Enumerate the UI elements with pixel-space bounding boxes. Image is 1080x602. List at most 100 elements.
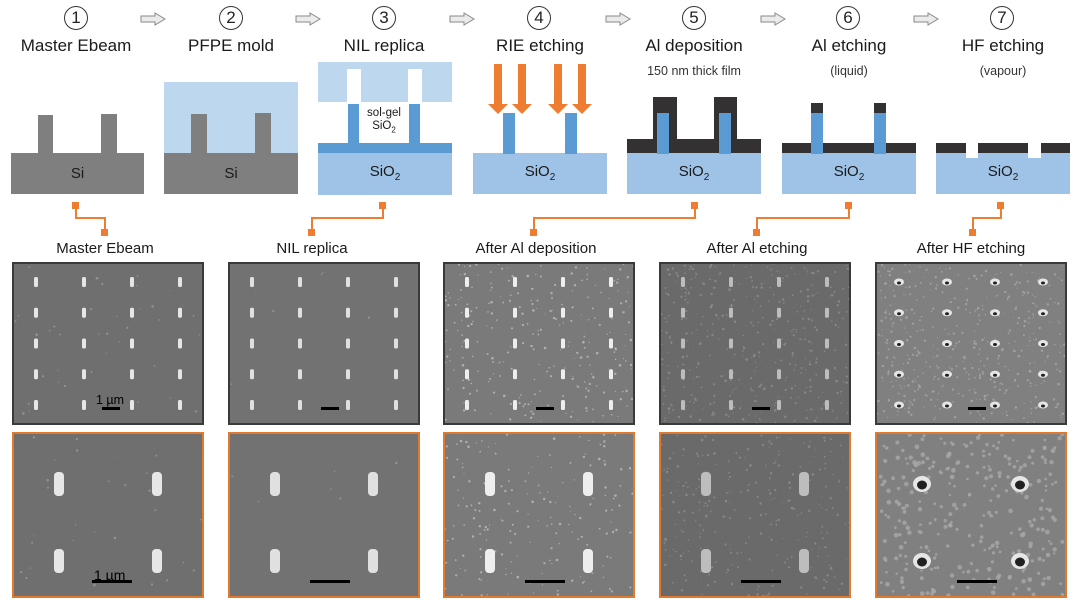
nanopillar xyxy=(82,277,86,287)
nanohole xyxy=(897,281,901,285)
nanohole xyxy=(945,373,949,377)
nanopillar xyxy=(54,549,64,573)
sem-label-after-al-etching: After Al etching xyxy=(706,240,808,257)
nanopillar xyxy=(130,277,134,287)
scale-label-top-master: 1 µm xyxy=(96,393,125,407)
sem-label-after-al-deposition: After Al deposition xyxy=(475,240,597,257)
nanohole xyxy=(966,151,978,158)
nanopillar xyxy=(583,472,593,496)
pfpe-layer xyxy=(164,82,298,154)
nanopillar xyxy=(54,472,64,496)
nanohole xyxy=(993,281,997,285)
substrate-label-5: SiO2 xyxy=(678,163,710,183)
step-title-7: HF etching xyxy=(961,36,1045,55)
substrate-label-3: SiO2 xyxy=(369,163,401,183)
nanohole xyxy=(1041,281,1045,285)
nanopillar xyxy=(681,369,685,380)
nanohole xyxy=(917,557,927,567)
sem-image-master-top xyxy=(12,262,204,425)
nanopillar xyxy=(561,369,565,380)
scale-bar xyxy=(968,407,986,410)
si-pillar xyxy=(101,114,117,155)
nanopillar xyxy=(681,277,685,287)
step-number-6: 6 xyxy=(836,6,860,30)
nanopillar xyxy=(178,338,182,349)
schematic-master-ebeam xyxy=(11,114,144,194)
step-number-4: 4 xyxy=(527,6,551,30)
substrate-label-6: SiO2 xyxy=(833,163,865,183)
sem-texture xyxy=(14,264,202,423)
nanopillar xyxy=(825,307,829,318)
nanopillar xyxy=(465,277,469,287)
nanohole xyxy=(993,373,997,377)
nanopillar xyxy=(394,338,398,349)
nanopillar xyxy=(777,338,781,349)
sem-texture xyxy=(445,434,633,596)
sem-image-aldep-zoom xyxy=(443,432,635,598)
nanopillar xyxy=(681,338,685,349)
scale-label-zoom-master: 1 µm xyxy=(94,567,126,583)
al-film xyxy=(936,143,966,153)
nanohole xyxy=(945,404,949,408)
nanopillar xyxy=(298,369,302,380)
nanopillar xyxy=(777,369,781,380)
nanohole xyxy=(945,312,949,316)
nanohole xyxy=(897,373,901,377)
flow-arrow-icon xyxy=(605,12,631,26)
schematic-al-deposition xyxy=(627,97,761,194)
schematic-hf-etching xyxy=(936,143,1070,194)
nanopillar xyxy=(681,307,685,318)
nanopillar xyxy=(513,338,517,349)
nanopillar xyxy=(178,400,182,410)
nanopillar xyxy=(82,338,86,349)
nanohole xyxy=(1041,343,1045,346)
nanopillar xyxy=(513,307,517,318)
nanohole xyxy=(1041,404,1045,408)
nanopillar xyxy=(513,277,517,287)
nanopillar xyxy=(561,307,565,318)
scale-bar xyxy=(102,407,120,410)
nanopillar xyxy=(729,307,733,318)
nanopillar xyxy=(729,338,733,349)
step-number-1: 1 xyxy=(64,6,88,30)
nanopillar xyxy=(825,400,829,410)
solgel-pillar xyxy=(348,104,359,144)
sem-image-master-zoom xyxy=(12,432,204,598)
nanopillar xyxy=(609,400,613,410)
nanohole xyxy=(993,343,997,346)
solgel-pillar xyxy=(657,113,669,154)
nanopillar xyxy=(465,307,469,318)
nanopillar xyxy=(130,369,134,380)
step-number-2: 2 xyxy=(219,6,243,30)
si-pillar xyxy=(38,115,53,155)
sem-texture xyxy=(445,264,633,423)
nanopillar xyxy=(825,369,829,380)
nanohole xyxy=(993,312,997,316)
nanohole xyxy=(897,343,901,346)
step-title-6: Al etching xyxy=(811,36,887,55)
sem-texture xyxy=(14,434,202,596)
nanopillar xyxy=(777,307,781,318)
al-cap xyxy=(874,103,886,113)
step-title-2: PFPE mold xyxy=(188,36,274,55)
nanopillar xyxy=(561,400,565,410)
nanopillar xyxy=(178,307,182,318)
nanopillar xyxy=(799,549,809,573)
al-film xyxy=(782,143,916,153)
al-cap xyxy=(811,103,823,113)
nanohole xyxy=(897,404,901,408)
sem-texture xyxy=(230,434,418,596)
nanopillar xyxy=(465,338,469,349)
etching-arrows-icon xyxy=(488,64,592,114)
nanopillar xyxy=(270,549,280,573)
sio2-substrate xyxy=(936,153,1070,194)
nanopillar xyxy=(250,400,254,410)
sem-image-aletch-zoom xyxy=(659,432,851,598)
nanopillar xyxy=(298,400,302,410)
nanopillar xyxy=(825,338,829,349)
flow-arrow-icon xyxy=(295,12,321,26)
solgel-pillar xyxy=(409,104,420,144)
step-number-3: 3 xyxy=(372,6,396,30)
nanopillar xyxy=(513,400,517,410)
substrate-label-7: SiO2 xyxy=(987,163,1019,183)
